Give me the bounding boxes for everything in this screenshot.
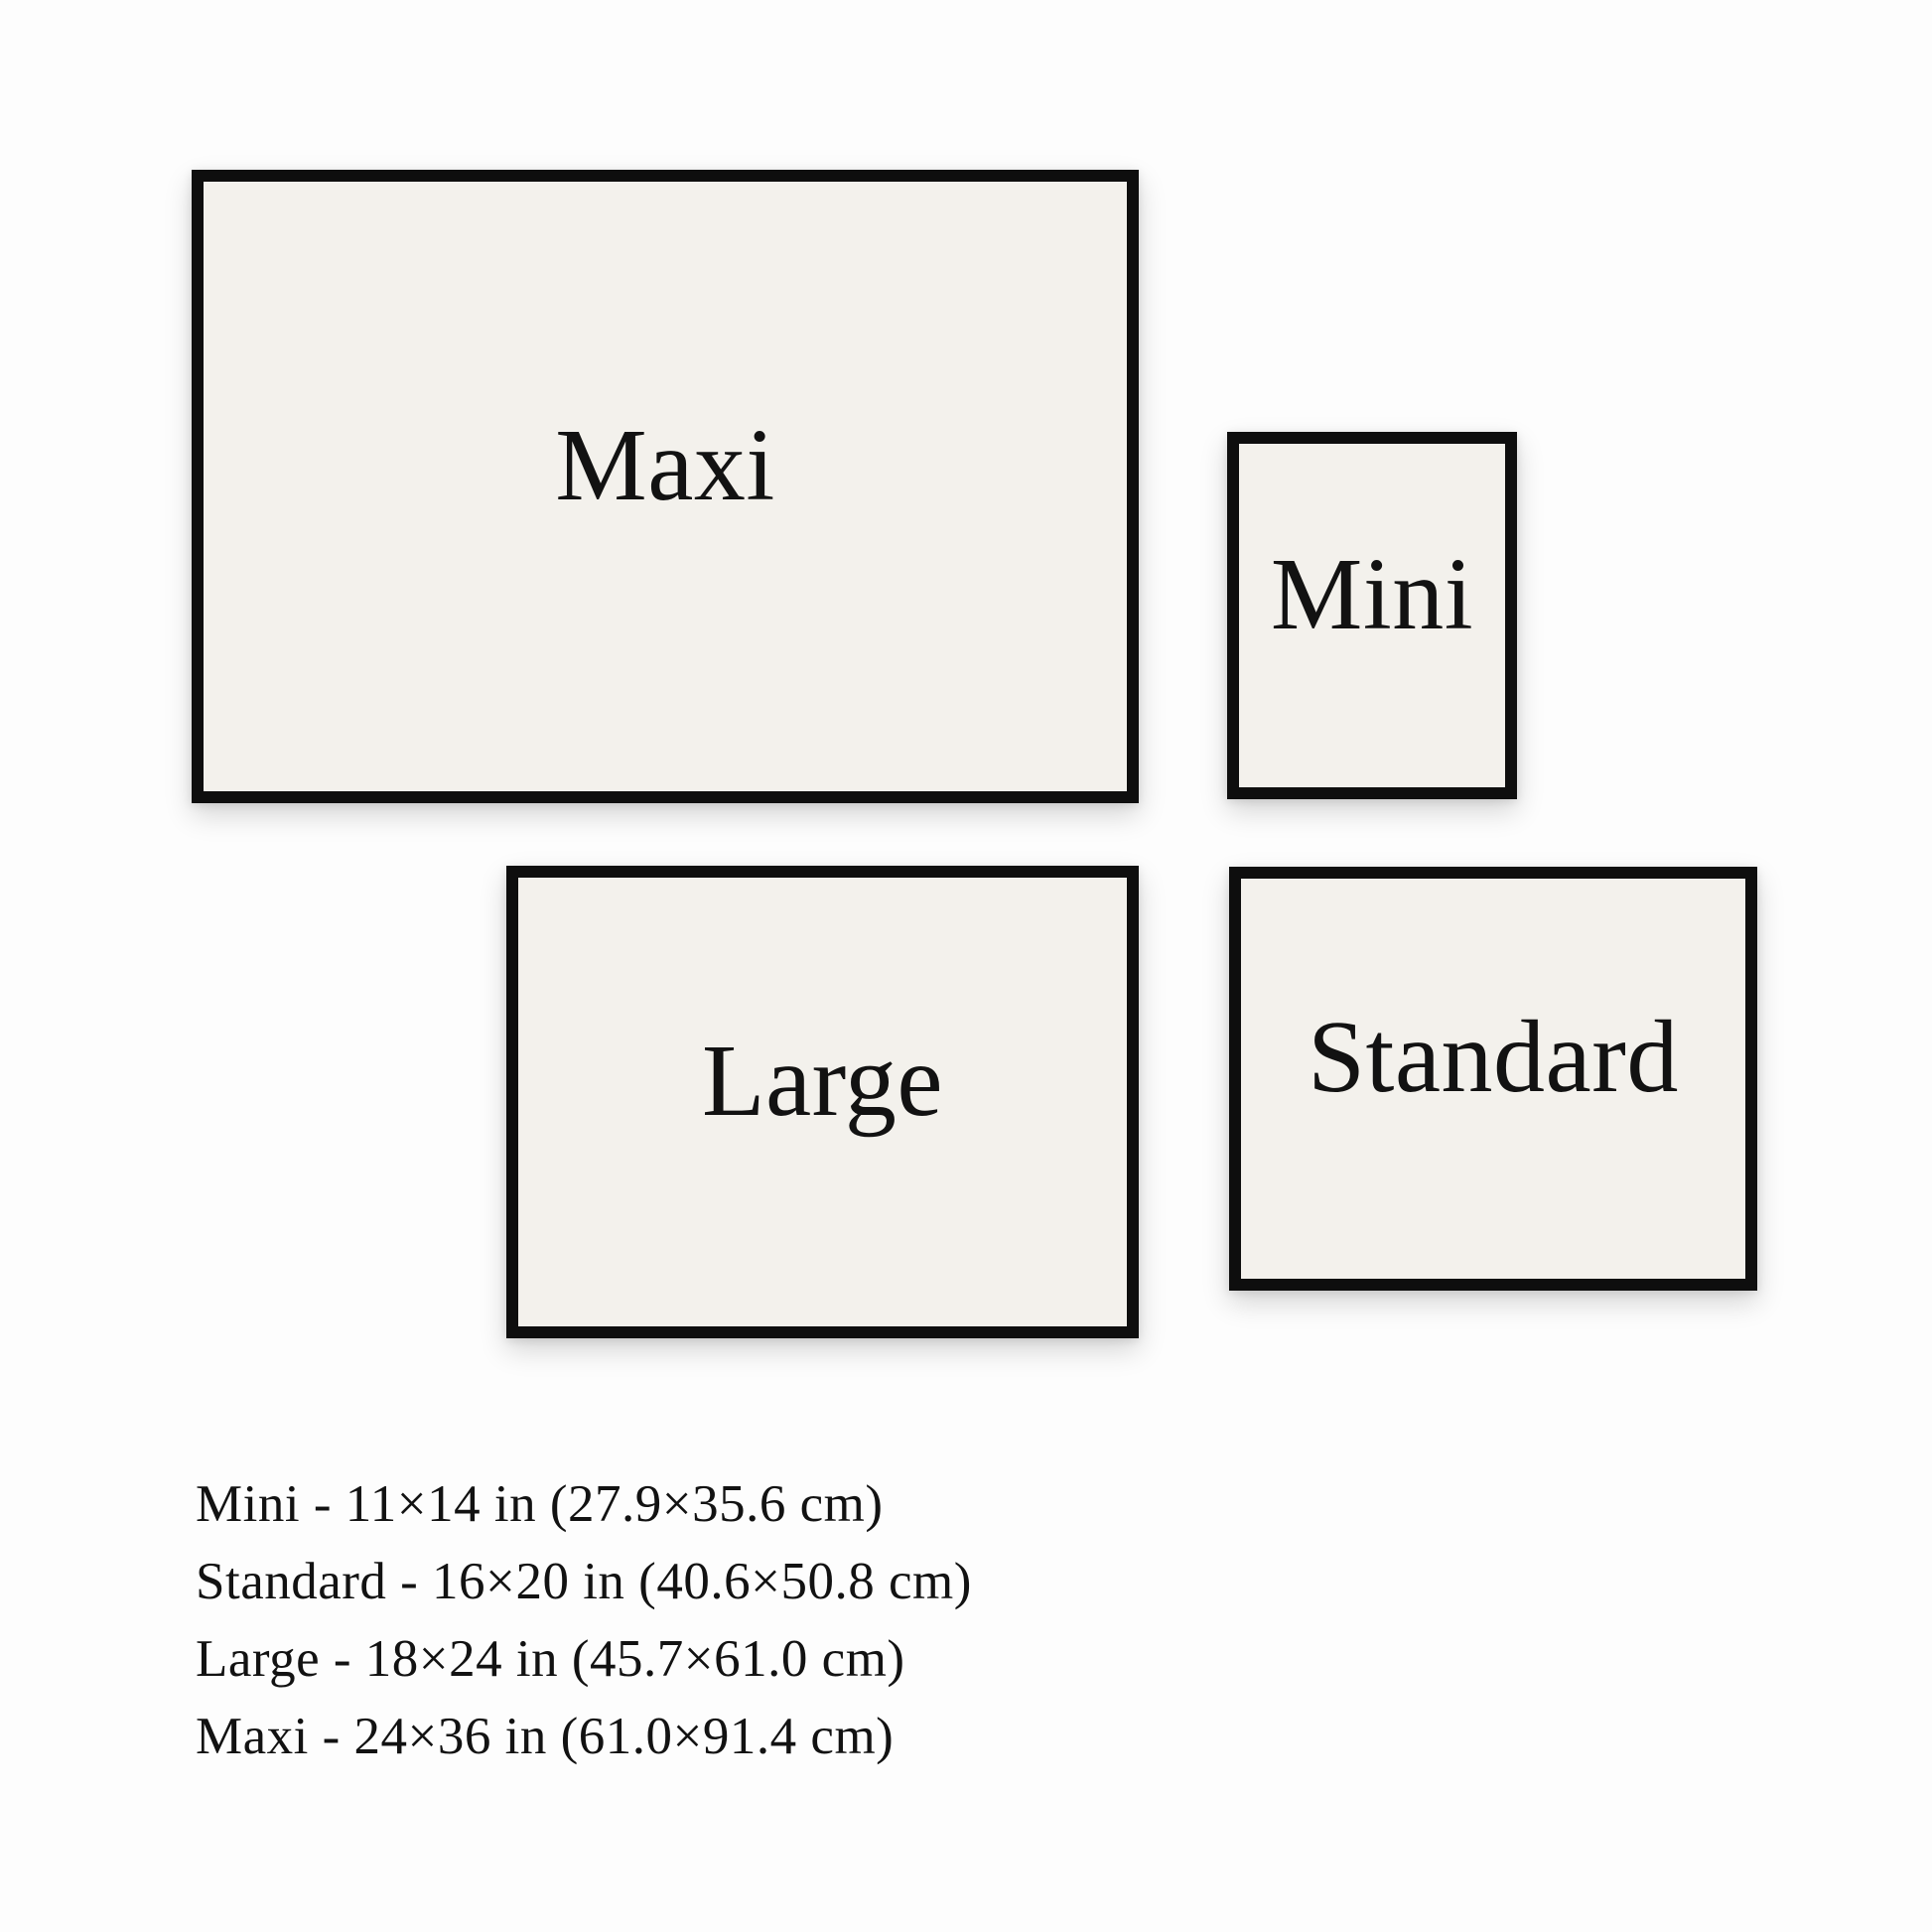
legend-line-large: Large - 18×24 in (45.7×61.0 cm) <box>196 1630 905 1688</box>
frame-maxi: Maxi <box>192 170 1139 803</box>
frame-standard: Standard <box>1229 867 1757 1291</box>
legend-line-standard: Standard - 16×20 in (40.6×50.8 cm) <box>196 1553 972 1610</box>
frame-large-label: Large <box>701 1023 944 1138</box>
legend-line-maxi: Maxi - 24×36 in (61.0×91.4 cm) <box>196 1708 895 1765</box>
frame-mini: Mini <box>1227 432 1517 799</box>
frame-maxi-label: Maxi <box>555 407 775 522</box>
size-legend: Mini - 11×14 in (27.9×35.6 cm) Standard … <box>196 1465 972 1775</box>
legend-line-mini: Mini - 11×14 in (27.9×35.6 cm) <box>196 1475 884 1533</box>
frame-standard-label: Standard <box>1308 1000 1679 1114</box>
frame-large: Large <box>506 866 1139 1338</box>
frame-mini-label: Mini <box>1270 536 1474 651</box>
